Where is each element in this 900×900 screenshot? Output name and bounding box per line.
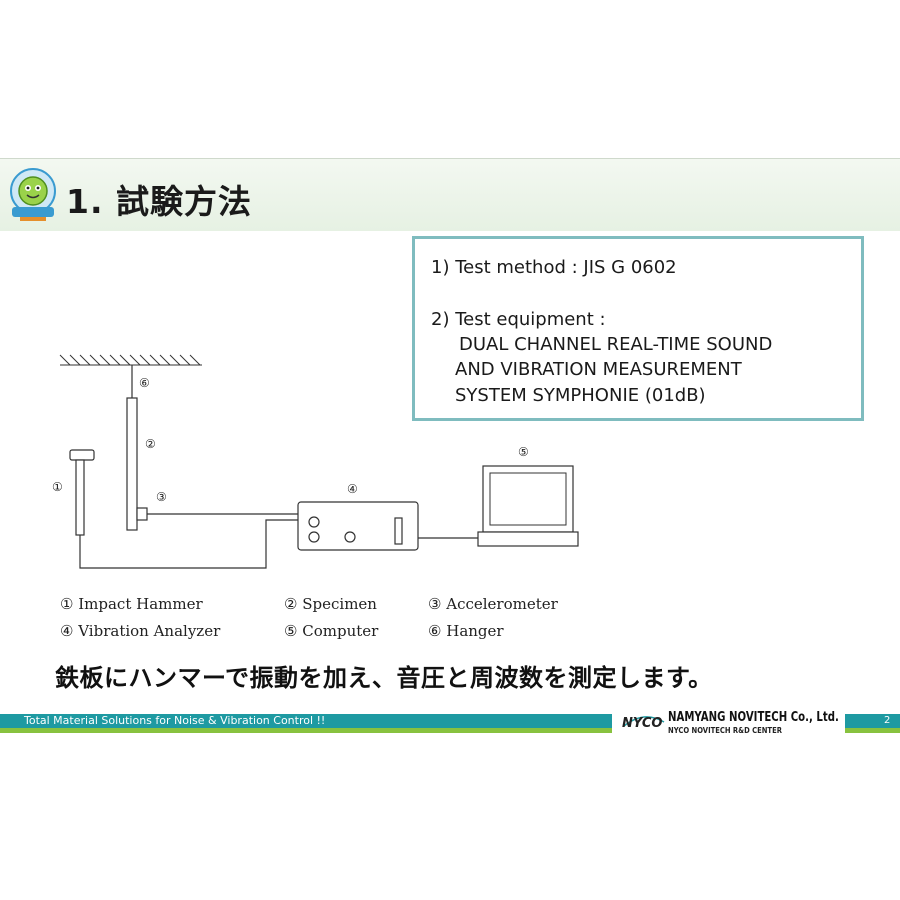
accelerometer <box>136 507 148 521</box>
equipment-line-2: AND VIBRATION MEASUREMENT <box>455 359 742 380</box>
page-number: 2 <box>884 715 891 726</box>
slide: 1. 試験方法 1) Test method : JIS G 0602 2) T… <box>0 158 900 738</box>
vibration-analyzer <box>297 501 419 551</box>
legend-vibration-analyzer: ④ Vibration Analyzer <box>60 622 221 640</box>
legend-computer: ⑤ Computer <box>284 622 379 640</box>
specimen-plate <box>126 397 138 531</box>
caption-text: 鉄板にハンマーで振動を加え、音圧と周波数を測定します。 <box>55 664 713 692</box>
test-equipment-label: 2) Test equipment : <box>431 309 606 330</box>
nyco-swoosh-icon <box>623 716 665 727</box>
computer-base <box>477 531 579 547</box>
page-title: 1. 試験方法 <box>66 182 252 221</box>
marker-2: ② <box>145 437 156 451</box>
marker-5: ⑤ <box>518 445 529 459</box>
header-band: 1. 試験方法 <box>0 158 900 231</box>
hammer-handle <box>75 459 85 536</box>
marker-1: ① <box>52 480 63 494</box>
brand-logo: NYCO NAMYANG NOVITECH Co., Ltd. NYCO NOV… <box>622 710 844 738</box>
brand-name: NAMYANG NOVITECH Co., Ltd. <box>668 710 839 725</box>
equipment-line-3: SYSTEM SYMPHONIE (01dB) <box>455 385 706 406</box>
marker-6: ⑥ <box>139 376 150 390</box>
brand-nyco: NYCO <box>622 716 663 731</box>
marker-3: ③ <box>156 490 167 504</box>
legend-accelerometer: ③ Accelerometer <box>428 595 558 613</box>
legend-specimen: ② Specimen <box>284 595 377 613</box>
legend-impact-hammer: ① Impact Hammer <box>60 595 203 613</box>
mascot-logo-icon <box>10 168 56 221</box>
test-method-text: 1) Test method : JIS G 0602 <box>431 257 677 278</box>
test-setup-diagram: ⑥ ② ③ ① ④ ⑤ <box>52 354 579 569</box>
hammer-cable <box>79 519 298 569</box>
footer: Total Material Solutions for Noise & Vib… <box>0 714 900 736</box>
legend-hanger: ⑥ Hanger <box>428 622 504 640</box>
marker-4: ④ <box>347 482 358 496</box>
test-info-box: 1) Test method : JIS G 0602 2) Test equi… <box>412 236 864 421</box>
equipment-line-1: DUAL CHANNEL REAL-TIME SOUND <box>459 334 773 355</box>
hammer-head <box>69 449 95 461</box>
brand-sub: NYCO NOVITECH R&D CENTER <box>668 726 782 735</box>
ceiling-hatch <box>59 354 202 366</box>
footer-tagline: Total Material Solutions for Noise & Vib… <box>24 714 326 727</box>
